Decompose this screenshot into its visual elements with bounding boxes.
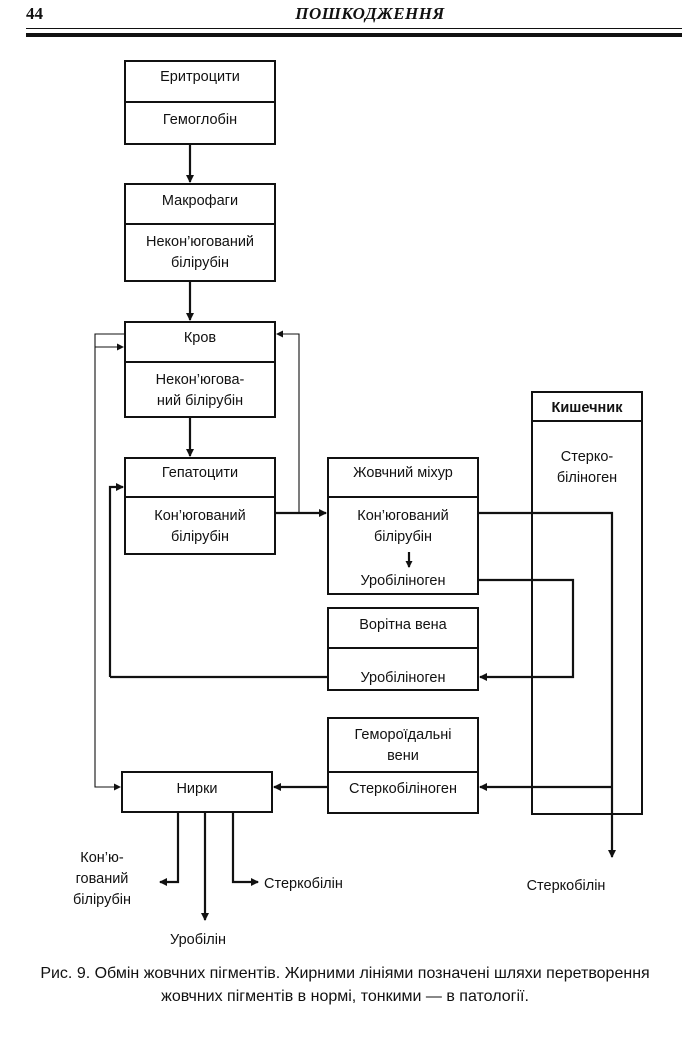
intestine-box [531, 391, 643, 815]
arrow-gallbladder-to-sterco-output [478, 511, 616, 858]
running-header-title: ПОШКОДЖЕННЯ [295, 4, 445, 23]
out-stercobilin-intestine: Стеркобілін [527, 878, 606, 894]
page-number: 44 [26, 4, 43, 23]
intestine-label: Кишечник [552, 400, 624, 416]
gallbladder-box [327, 457, 479, 595]
gb-urobilinogen-label: Уробіліноген [360, 573, 445, 589]
blood-box [124, 321, 276, 418]
hemorrhoidal-line1: Гемороїдальні [355, 727, 452, 743]
out-stercobilin-kidney: Стеркобілін [264, 876, 343, 892]
thin-hepatocytes-to-blood [275, 330, 300, 514]
blood-label: Кров [184, 330, 217, 346]
kidneys-box [121, 771, 273, 813]
erythrocytes-label: Еритроцити [160, 69, 240, 85]
blood-bilirubin-line1: Некон’югова- [156, 372, 245, 388]
thin-blood-to-kidneys [94, 333, 125, 791]
arrow-kidneys-to-conjugated [159, 812, 180, 886]
hemorrhoidal-content-label: Стеркобіліноген [349, 781, 457, 797]
out-conjugated-line2: гований [76, 871, 129, 887]
blood-bilirubin-line2: ний білірубін [157, 393, 243, 409]
intestine-content-line2: біліноген [557, 470, 617, 486]
intestine-content-line1: Стерко- [561, 449, 614, 465]
hep-bilirubin-line2: білірубін [171, 529, 229, 545]
header-rule-thin [26, 28, 682, 29]
gb-bilirubin-line2: білірубін [374, 529, 432, 545]
figure-caption: Рис. 9. Обмін жовчних пігментів. Жирними… [40, 965, 650, 1005]
hepatocytes-label: Гепатоцити [162, 465, 238, 481]
arrow-gallbladder-to-portal-vein [478, 578, 575, 681]
macrophages-box [124, 183, 276, 282]
bilirubin-metabolism-diagram: Еритроцити Гемоглобін Макрофаги Некон’юг… [73, 60, 643, 948]
hep-bilirubin-line1: Кон’югований [154, 508, 245, 524]
macro-bilirubin-line2: білірубін [171, 255, 229, 271]
gallbladder-label: Жовчний міхур [353, 465, 453, 481]
gb-bilirubin-line1: Кон’югований [357, 508, 448, 524]
portal-urobilinogen-label: Уробіліноген [360, 670, 445, 686]
portal-vein-label: Ворітна вена [359, 617, 447, 633]
macrophages-label: Макрофаги [162, 193, 238, 209]
out-conjugated-line3: білірубін [73, 892, 131, 908]
hemorrhoidal-veins-box [327, 717, 479, 814]
out-urobilin: Уробілін [170, 932, 226, 948]
arrow-kidneys-to-stercobilin [231, 812, 259, 886]
hemoglobin-label: Гемоглобін [163, 112, 237, 128]
kidneys-label: Нирки [176, 781, 217, 797]
out-conjugated-line1: Кон’ю- [80, 850, 124, 866]
hepatocytes-box [124, 457, 276, 555]
hemorrhoidal-line2: вени [387, 748, 419, 764]
arrow-portal-to-hepatocytes [108, 483, 124, 677]
macro-bilirubin-line1: Некон’югований [146, 234, 254, 250]
header-rule-thick [26, 33, 682, 37]
